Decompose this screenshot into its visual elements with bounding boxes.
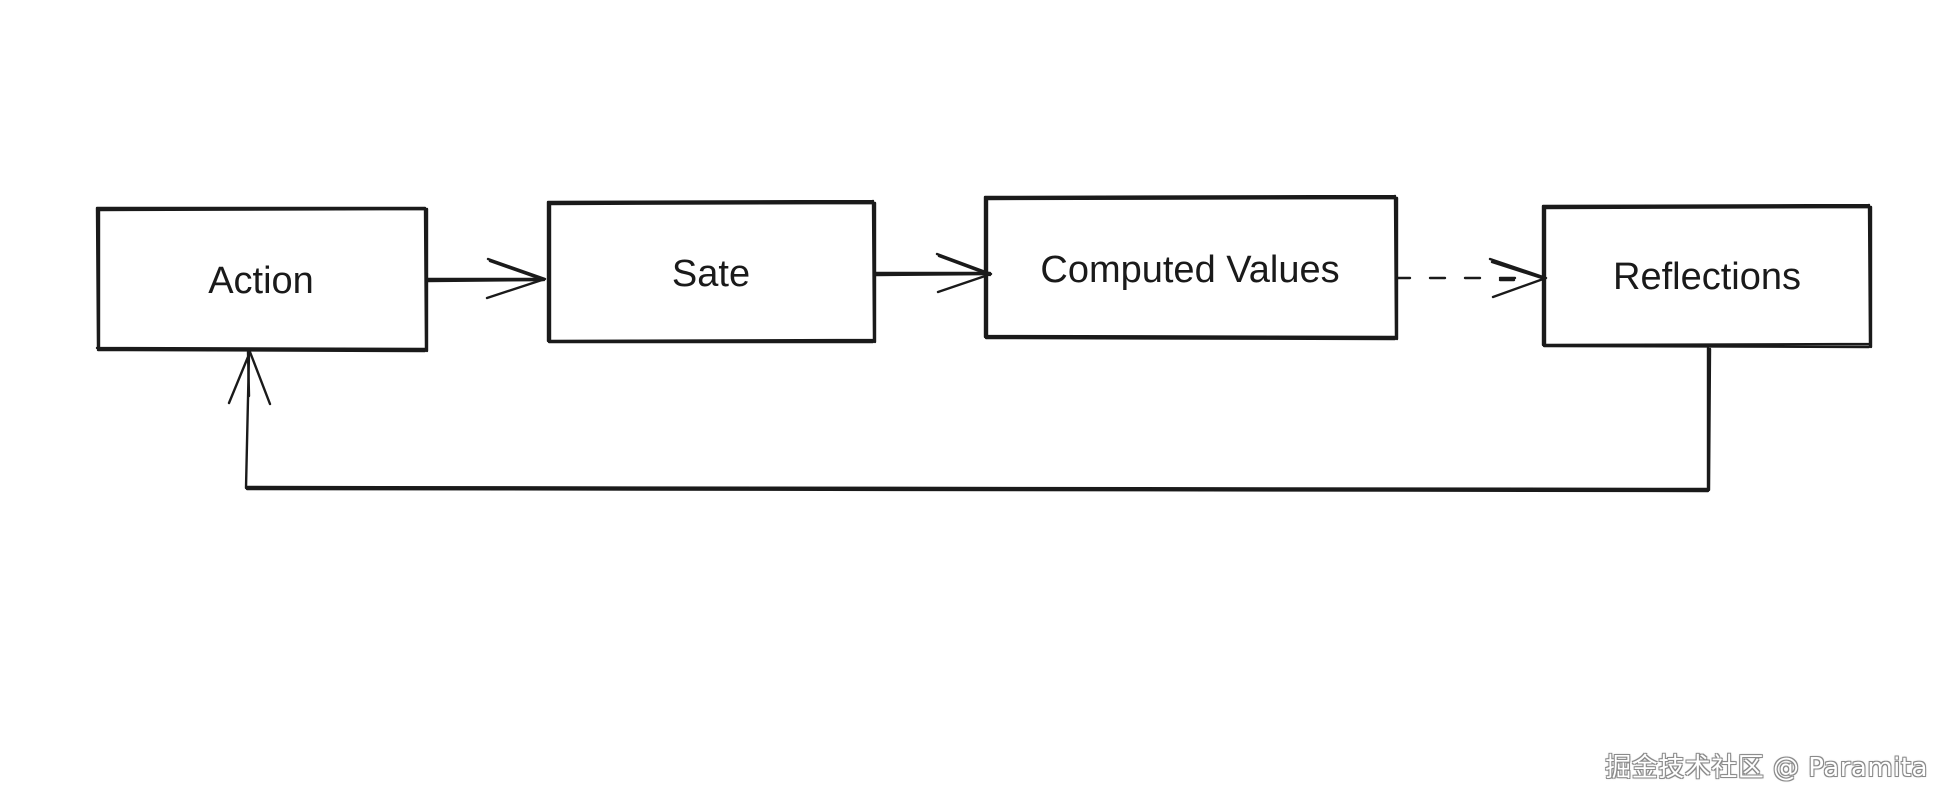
edge-reflections-to-action [227,346,1712,493]
node-action: Action [95,206,429,353]
node-state-label: Sate [672,253,750,295]
watermark: 掘金技术社区 @ Paramita [1605,753,1928,783]
node-reflections: Reflections [1541,203,1873,349]
node-state: Sate [546,199,877,344]
arrowhead-state-computed [935,252,993,294]
node-computed-values-label: Computed Values [1040,249,1339,291]
edge-action-to-state [425,257,547,300]
arrowhead-computed-reflections [1488,257,1548,299]
arrowhead-action-state [485,257,547,300]
node-computed-values: Computed Values [983,194,1399,341]
edge-state-to-computed [873,252,993,294]
edge-computed-to-reflections [1396,257,1548,299]
arrowhead-reflections-action [227,350,272,406]
node-action-label: Action [208,260,314,302]
node-reflections-label: Reflections [1613,256,1801,298]
